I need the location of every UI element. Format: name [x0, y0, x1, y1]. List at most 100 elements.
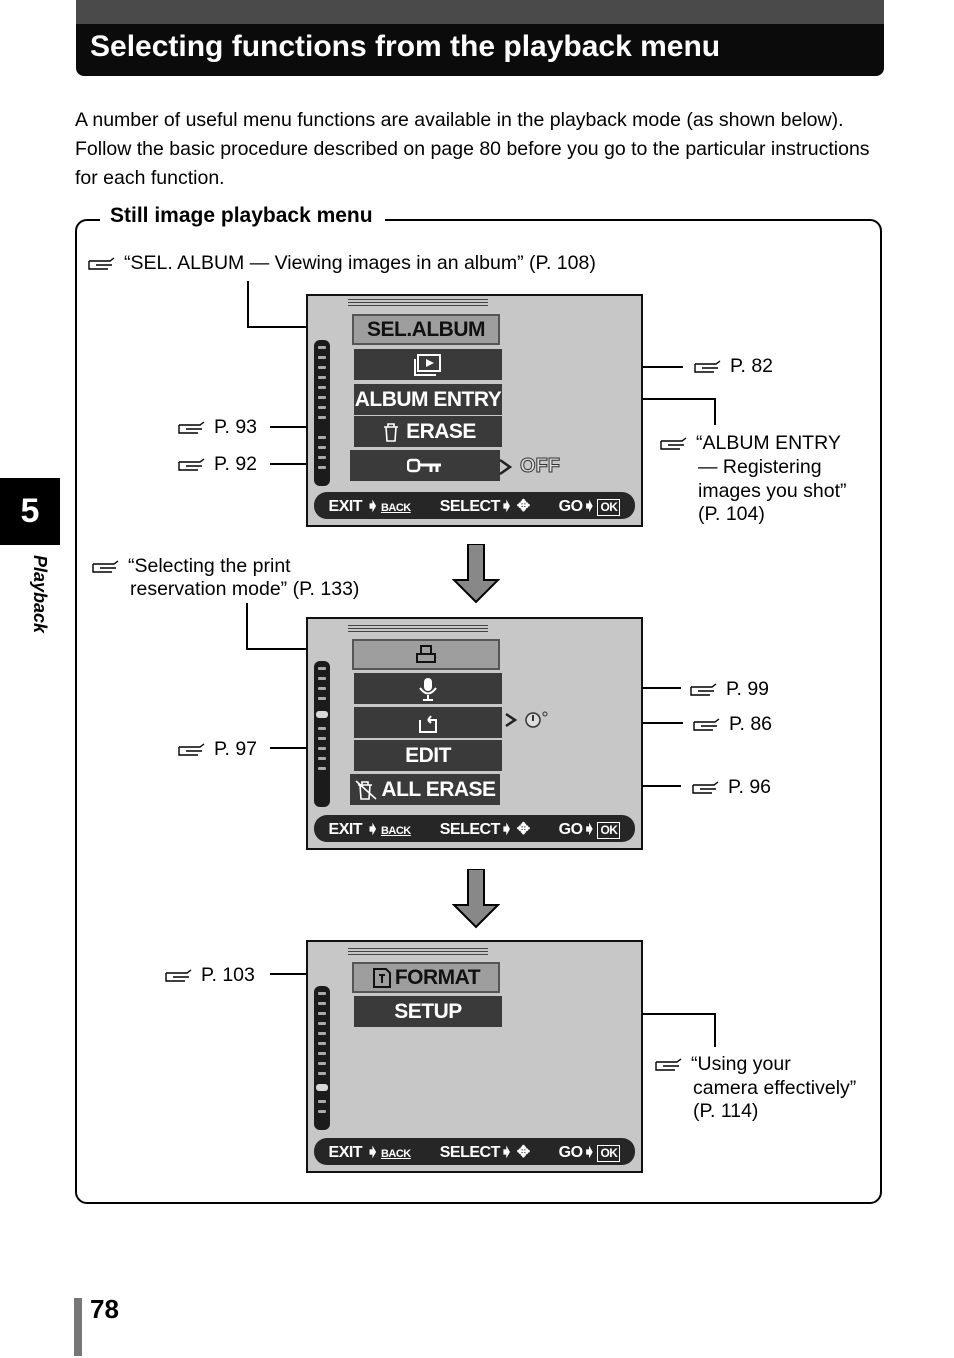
menu-tab-erase-label: ERASE	[406, 419, 476, 443]
menu-tab-setup[interactable]: SETUP	[354, 996, 502, 1027]
ref-p93: P. 93	[178, 415, 257, 439]
menu-tab-rotate[interactable]	[354, 707, 502, 738]
chevron-right-icon	[505, 712, 518, 728]
ref-p99-text: P. 99	[726, 678, 770, 700]
lcd-footer: EXIT ➧BACK SELECT➧ ✥ GO➧OK	[314, 1138, 635, 1165]
ref-p97: P. 97	[178, 737, 257, 761]
lcd-screen-3: FORMAT SETUP EXIT ➧BACK SELECT➧ ✥ GO➧OK	[306, 940, 643, 1173]
leader-line	[246, 648, 350, 650]
footer-select: SELECT➧ ✥	[439, 820, 530, 838]
menu-tab-sel-album[interactable]: SEL.ALBUM	[352, 314, 500, 345]
pointing-hand-icon	[655, 1058, 682, 1071]
menu-tab-format-label: FORMAT	[394, 965, 481, 989]
pointing-hand-icon	[178, 743, 205, 756]
microphone-icon	[419, 677, 437, 701]
card-icon	[372, 967, 391, 988]
menu-tab-album-entry[interactable]: ALBUM ENTRY	[354, 384, 502, 415]
footer-select: SELECT➧ ✥	[439, 1143, 530, 1161]
ref-album-entry-line4: (P. 104)	[698, 503, 765, 525]
leader-line	[247, 281, 249, 327]
ref-using-line3: (P. 114)	[693, 1100, 759, 1122]
ref-p92-text: P. 92	[214, 453, 258, 475]
menu-tab-slideshow[interactable]	[354, 349, 502, 380]
pointing-hand-icon	[178, 421, 205, 434]
ref-album-entry: “ALBUM ENTRY	[660, 431, 841, 455]
ref-p86: P. 86	[693, 712, 772, 736]
footer-exit: EXIT ➧BACK	[328, 497, 412, 515]
ref-album-entry-line2: — Registering	[698, 456, 822, 478]
footer-exit: EXIT ➧BACK	[328, 820, 412, 838]
chevron-right-icon	[499, 458, 513, 476]
scrollbar[interactable]	[314, 340, 330, 486]
footer-go: GO➧OK	[559, 496, 621, 516]
intro-paragraph: A number of useful menu functions are av…	[75, 109, 870, 189]
arrow-down-icon	[452, 869, 500, 929]
footer-exit: EXIT ➧BACK	[328, 1143, 412, 1161]
ref-p82: P. 82	[694, 354, 773, 378]
scrollbar[interactable]	[314, 986, 330, 1130]
ref-p103: P. 103	[165, 963, 255, 987]
menu-tab-print[interactable]	[352, 639, 500, 670]
menu-tab-protect[interactable]	[350, 450, 500, 481]
ref-using-line1: “Using your	[691, 1053, 791, 1075]
pointing-hand-icon	[693, 718, 720, 731]
ref-p82-text: P. 82	[730, 355, 774, 377]
footer-go: GO➧OK	[559, 1142, 621, 1162]
leader-line	[714, 1013, 716, 1047]
page-number: 78	[90, 1294, 119, 1324]
pointing-hand-icon	[694, 360, 721, 373]
ref-print-line1: “Selecting the print	[128, 555, 291, 577]
menu-top-stripes	[348, 625, 488, 633]
pointing-hand-icon	[92, 560, 119, 573]
ref-p93-text: P. 93	[214, 416, 258, 438]
section-title: Still image playback menu	[100, 204, 385, 228]
key-icon	[407, 458, 441, 472]
ref-print: “Selecting the print	[92, 554, 291, 578]
pointing-hand-icon	[690, 683, 717, 696]
protect-value: OFF	[520, 455, 561, 478]
menu-top-stripes	[348, 299, 488, 307]
leader-line	[246, 603, 248, 649]
ref-album-entry-line1: “ALBUM ENTRY	[696, 432, 841, 454]
print-icon	[416, 644, 436, 663]
pointing-hand-icon	[178, 458, 205, 471]
ref-p96: P. 96	[692, 775, 771, 799]
lcd-screen-1: SEL.ALBUM ALBUM ENTRY ERASE OFF EXIT ➧BA…	[306, 294, 643, 527]
title-banner-strip	[76, 0, 884, 24]
menu-frame	[75, 219, 882, 1204]
rotate-icon	[419, 714, 437, 733]
ref-sel-album-text: “SEL. ALBUM — Viewing images in an album…	[124, 252, 596, 274]
lcd-screen-2: EDIT ALL ERASE EXIT ➧BACK SELECT➧ ✥ GO➧O…	[306, 617, 643, 850]
leader-line	[714, 398, 716, 425]
ref-using-line2: camera effectively”	[693, 1077, 857, 1099]
pointing-hand-icon	[692, 781, 719, 794]
rotate-value-icon	[525, 711, 548, 728]
ref-using: “Using your	[655, 1052, 791, 1076]
arrow-down-icon	[452, 544, 500, 604]
lcd-footer: EXIT ➧BACK SELECT➧ ✥ GO➧OK	[314, 492, 635, 519]
pointing-hand-icon	[660, 437, 687, 450]
scrollbar[interactable]	[314, 661, 330, 807]
chapter-number: 5	[0, 478, 60, 545]
ref-p92: P. 92	[178, 452, 257, 476]
page-number-bar	[74, 1298, 82, 1356]
menu-tab-all-erase[interactable]: ALL ERASE	[350, 774, 500, 805]
ref-p103-text: P. 103	[201, 964, 255, 986]
ref-print-line2: reservation mode” (P. 133)	[130, 578, 360, 600]
ref-p99: P. 99	[690, 677, 769, 701]
ref-p86-text: P. 86	[729, 713, 773, 735]
menu-tab-format[interactable]: FORMAT	[352, 962, 500, 993]
menu-tab-all-erase-label: ALL ERASE	[381, 777, 496, 801]
menu-top-stripes	[348, 948, 488, 956]
menu-tab-sound[interactable]	[354, 673, 502, 704]
chapter-label: Playback	[30, 555, 50, 634]
menu-tab-edit[interactable]: EDIT	[354, 740, 502, 771]
ref-album-entry-line3: images you shot”	[698, 480, 847, 502]
slideshow-icon	[414, 353, 441, 376]
menu-tab-erase[interactable]: ERASE	[354, 416, 502, 447]
lcd-footer: EXIT ➧BACK SELECT➧ ✥ GO➧OK	[314, 815, 635, 842]
footer-select: SELECT➧ ✥	[439, 497, 530, 515]
page-title: Selecting functions from the playback me…	[90, 30, 721, 63]
ref-p97-text: P. 97	[214, 738, 258, 760]
leader-line	[247, 326, 350, 328]
